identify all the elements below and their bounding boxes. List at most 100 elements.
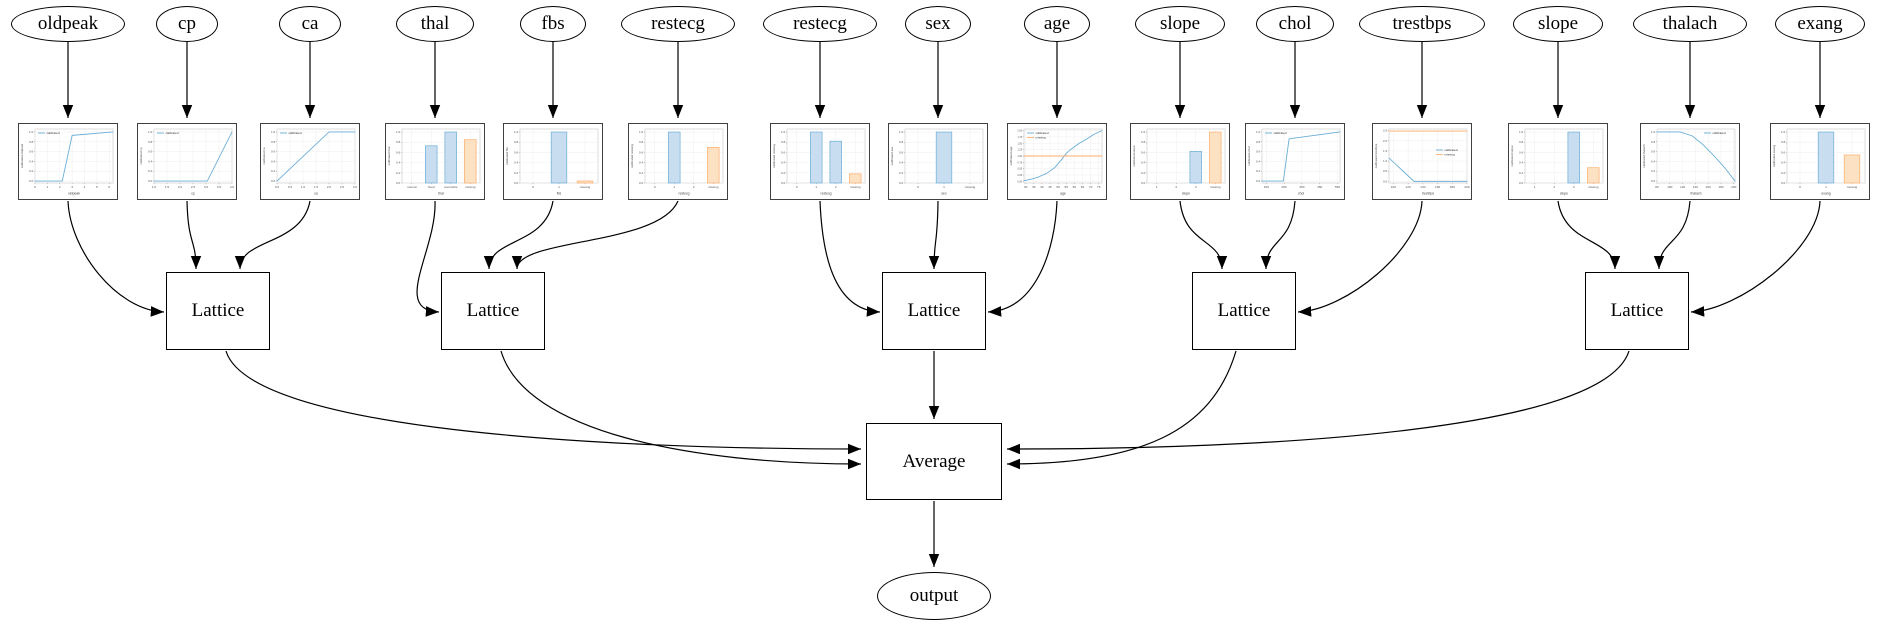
svg-text:0.0: 0.0 — [781, 181, 786, 185]
svg-text:0.8: 0.8 — [148, 140, 153, 144]
y-ticks: 0.00.20.40.60.81.0 — [148, 130, 154, 183]
svg-text:sex: sex — [941, 192, 947, 196]
lattice-node-4: Lattice — [1192, 272, 1296, 350]
svg-text:calibrated thalach: calibrated thalach — [1642, 144, 1646, 168]
edge-calibrator-to-lattice — [483, 200, 554, 270]
series-calibrated — [34, 131, 114, 182]
y-ticks: 0.00.20.40.60.81.0 — [899, 130, 905, 185]
grid — [34, 129, 113, 183]
svg-text:1.0: 1.0 — [152, 185, 157, 189]
feature-node-2-ca: ca — [279, 6, 341, 42]
svg-text:1: 1 — [1825, 185, 1827, 189]
legend: calibrated — [157, 131, 179, 135]
svg-text:160: 160 — [1435, 185, 1440, 189]
svg-text:1.0: 1.0 — [639, 130, 644, 134]
svg-text:calibrated chol: calibrated chol — [1247, 146, 1251, 166]
svg-text:0.4: 0.4 — [1256, 159, 1261, 163]
svg-text:2: 2 — [693, 185, 695, 189]
bar — [935, 131, 953, 184]
svg-text:0.0: 0.0 — [396, 181, 401, 185]
svg-text:1.0: 1.0 — [514, 130, 519, 134]
bar — [1587, 167, 1600, 184]
svg-text:0.8: 0.8 — [514, 140, 519, 144]
svg-text:1: 1 — [943, 185, 945, 189]
x-axis-label: restecg — [820, 192, 831, 196]
edge-calibrator-to-lattice — [186, 200, 202, 270]
svg-text:age: age — [1060, 192, 1066, 196]
bar — [464, 139, 477, 184]
svg-text:120: 120 — [1406, 185, 1411, 189]
legend: calibrated — [38, 131, 60, 135]
svg-text:2.0: 2.0 — [327, 185, 332, 189]
svg-text:0.6: 0.6 — [1781, 150, 1786, 154]
svg-text:0.4: 0.4 — [396, 161, 401, 165]
svg-text:0.0: 0.0 — [148, 179, 153, 183]
svg-text:0.8: 0.8 — [1141, 140, 1146, 144]
svg-text:0.8: 0.8 — [1519, 140, 1524, 144]
edge-lattice-to-average — [225, 350, 862, 455]
svg-text:1.0: 1.0 — [1781, 130, 1786, 134]
svg-text:0.5: 0.5 — [288, 185, 293, 189]
svg-text:0.6: 0.6 — [271, 150, 276, 154]
svg-text:missing: missing — [580, 185, 591, 189]
svg-text:1.00: 1.00 — [1017, 155, 1022, 158]
svg-text:calibrated: calibrated — [47, 131, 60, 135]
svg-text:calibrated oldpeak: calibrated oldpeak — [20, 143, 24, 168]
bar — [1567, 131, 1580, 184]
svg-text:0.2: 0.2 — [899, 171, 904, 175]
y-axis-label: calibrated ca — [262, 147, 266, 164]
legend: calibrated — [280, 131, 302, 135]
svg-text:2.0: 2.0 — [1383, 139, 1388, 143]
svg-text:70: 70 — [1089, 185, 1093, 189]
bar — [1817, 131, 1835, 184]
svg-text:0: 0 — [917, 185, 919, 189]
svg-text:4: 4 — [84, 185, 86, 189]
y-axis-label: calibrated sex — [890, 146, 894, 165]
svg-text:1.0: 1.0 — [781, 130, 786, 134]
y-axis-label: calibrated oldpeak — [20, 143, 24, 168]
svg-text:missing: missing — [1588, 185, 1599, 189]
x-axis-label: sex — [941, 192, 947, 196]
svg-text:2.5: 2.5 — [191, 185, 196, 189]
bar — [576, 180, 594, 184]
svg-text:calibrated: calibrated — [1713, 131, 1726, 135]
series-calibrated — [1261, 131, 1341, 182]
y-axis-label: calibrated age — [1009, 146, 1013, 165]
svg-text:0.6: 0.6 — [1651, 150, 1656, 154]
svg-text:1: 1 — [815, 185, 817, 189]
svg-text:1.0: 1.0 — [1256, 130, 1261, 134]
x-axis-label: cp — [191, 192, 195, 196]
feature-node-1-cp: cp — [156, 6, 218, 42]
svg-text:calibrated restecg: calibrated restecg — [630, 144, 634, 168]
bars — [668, 131, 720, 184]
svg-text:0.25: 0.25 — [1017, 174, 1022, 177]
bars — [1189, 131, 1222, 184]
svg-text:0.4: 0.4 — [514, 161, 519, 165]
svg-text:0.0: 0.0 — [1781, 181, 1786, 185]
svg-text:1.0: 1.0 — [1383, 159, 1388, 163]
svg-text:1.50: 1.50 — [1017, 142, 1022, 145]
svg-text:0.00: 0.00 — [1017, 180, 1022, 183]
svg-text:1.0: 1.0 — [899, 130, 904, 134]
y-ticks: 0.00.20.40.60.81.0 — [396, 130, 402, 185]
bars — [425, 131, 477, 184]
y-ticks: 0.00.20.40.60.81.0 — [271, 130, 277, 183]
svg-text:missing: missing — [1210, 185, 1221, 189]
svg-text:0.8: 0.8 — [396, 140, 401, 144]
